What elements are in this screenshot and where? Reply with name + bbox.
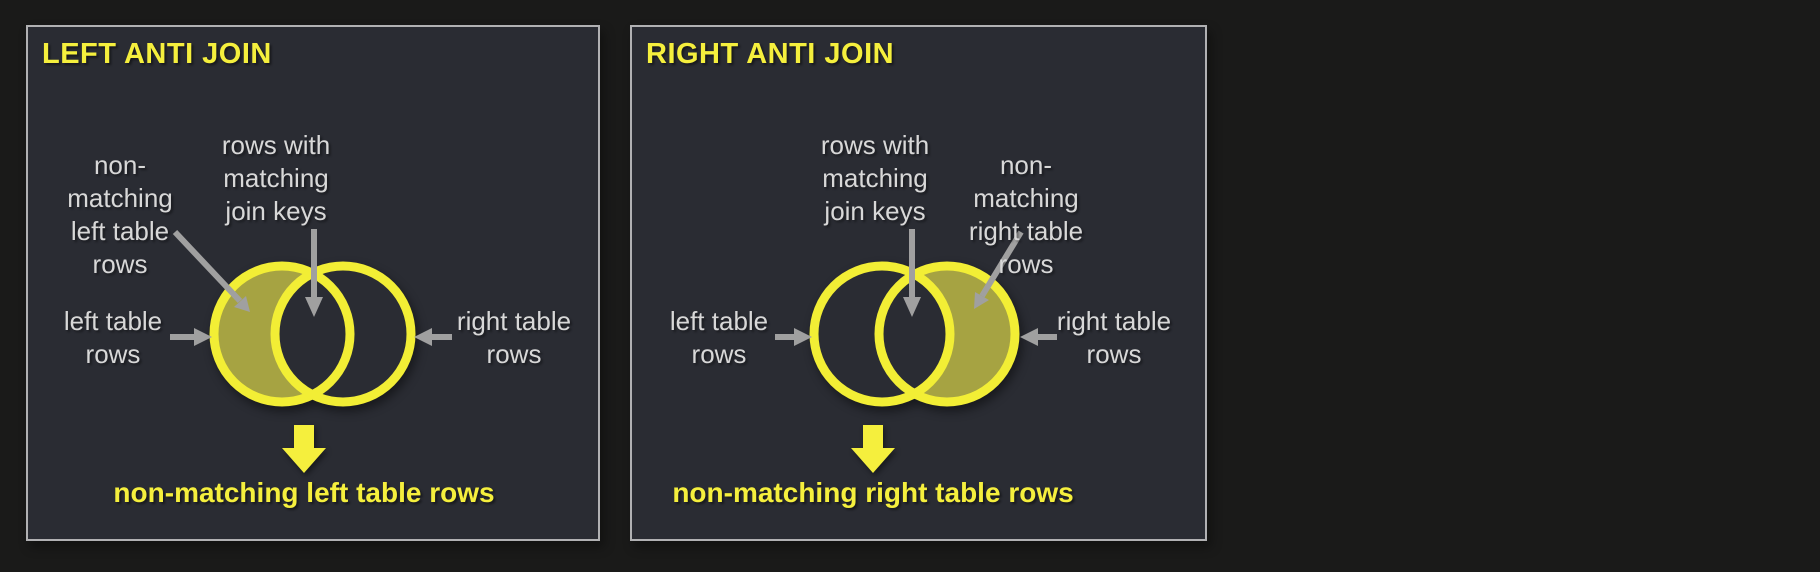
right-circle <box>874 261 1020 407</box>
panel-title: RIGHT ANTI JOIN <box>646 38 895 70</box>
result-arrow-down-icon <box>851 425 895 473</box>
arrow-matching-keys-icon <box>903 229 921 317</box>
right-table-label: right table rows <box>1056 306 1172 369</box>
matching-keys-label: rows with matching join keys <box>221 130 331 226</box>
nonmatching-label: non- matching right table rows <box>968 150 1084 279</box>
result-label: non-matching right table rows <box>672 477 1074 508</box>
left-circle <box>209 261 355 407</box>
left-table-label: left table rows <box>669 306 769 369</box>
arrow-nonmatching-icon <box>974 230 1024 309</box>
arrow-nonmatching-icon <box>172 229 250 312</box>
arrow-right-table-icon <box>1020 328 1057 346</box>
left-table-label: left table rows <box>63 306 163 369</box>
result-label: non-matching left table rows <box>113 477 495 508</box>
nonmatching-label: non- matching left table rows <box>67 150 173 279</box>
venn-diagram <box>170 229 452 473</box>
left-anti-join-panel: LEFT ANTI JOIN non- match <box>26 25 600 541</box>
right-circle <box>270 261 416 407</box>
right-anti-join-panel: RIGHT ANTI JOIN rows with <box>630 25 1207 541</box>
right-table-label: right table rows <box>456 306 572 369</box>
arrow-matching-keys-icon <box>305 229 323 317</box>
arrow-right-table-icon <box>414 328 452 346</box>
panel-title: LEFT ANTI JOIN <box>42 38 272 70</box>
venn-diagram <box>775 229 1057 473</box>
result-arrow-down-icon <box>282 425 326 473</box>
arrow-left-table-icon <box>170 328 212 346</box>
left-circle <box>809 261 955 407</box>
matching-keys-label: rows with matching join keys <box>820 130 930 226</box>
arrow-left-table-icon <box>775 328 812 346</box>
